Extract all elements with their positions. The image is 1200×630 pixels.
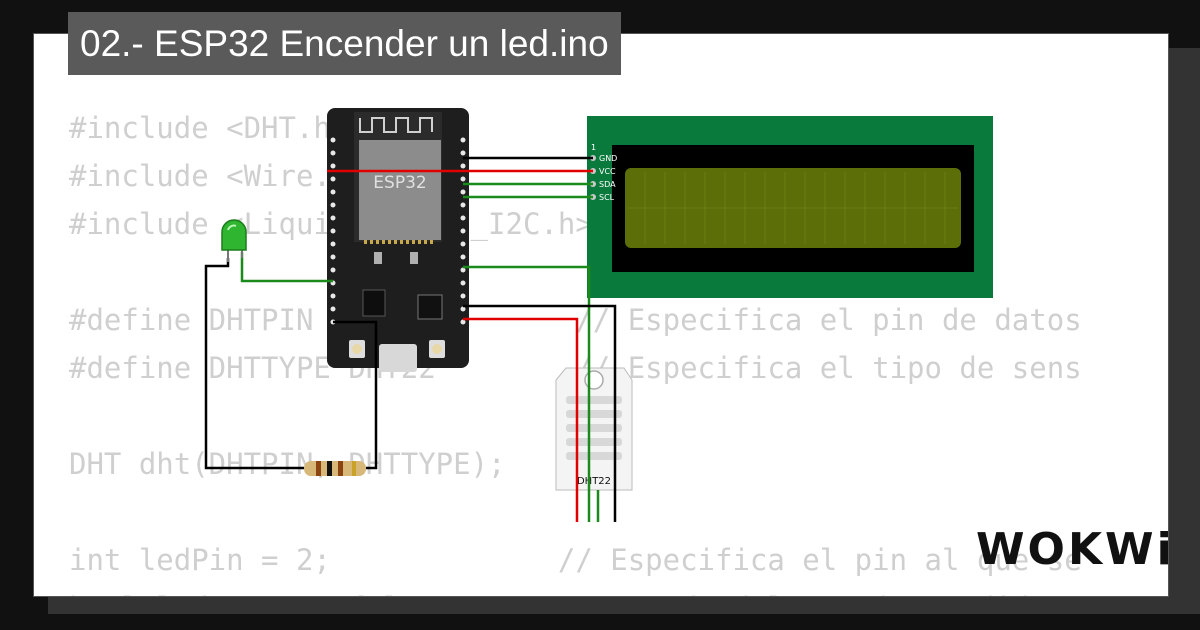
resistor[interactable] bbox=[304, 461, 366, 476]
dht22-mount-hole bbox=[584, 370, 604, 390]
usb-chip bbox=[417, 294, 443, 320]
wire-led-cathode[interactable] bbox=[204, 258, 304, 470]
lcd-pin-label: SDA bbox=[599, 180, 616, 189]
code-line: int ledPin = 2; // Especifica el pin al … bbox=[69, 543, 1082, 577]
usb-port[interactable] bbox=[379, 344, 417, 372]
code-line: #define DHTPIN 15 // Especifica el pin d… bbox=[69, 303, 1082, 337]
voltage-regulator bbox=[362, 289, 386, 317]
project-title[interactable]: 02.- ESP32 Encender un led.ino bbox=[68, 12, 621, 75]
code-line: DHT dht(DHTPIN, DHTTYPE); bbox=[69, 447, 506, 481]
lcd-pin-label: VCC bbox=[599, 167, 616, 176]
antenna-trace bbox=[359, 117, 433, 133]
reset-button[interactable] bbox=[432, 344, 442, 354]
lcd-char-grid bbox=[628, 172, 958, 244]
wire-resistor-gnd[interactable] bbox=[333, 320, 378, 470]
wire-led-signal[interactable] bbox=[240, 252, 333, 283]
resistor-band bbox=[316, 461, 321, 476]
lcd-pin-label: GND bbox=[599, 154, 617, 163]
lcd-pin-label: SCL bbox=[599, 193, 615, 202]
resistor-band bbox=[352, 461, 356, 476]
wire-dht-data[interactable] bbox=[463, 265, 591, 522]
dht22-sensor[interactable]: DHT22 bbox=[555, 367, 633, 491]
esp32-shield bbox=[359, 140, 441, 240]
dht22-label: DHT22 bbox=[577, 476, 611, 487]
module-castellations bbox=[364, 240, 433, 244]
led-body bbox=[221, 219, 247, 251]
code-line: bool ledState = false; // Estado del LED… bbox=[69, 584, 1082, 596]
resistor-band bbox=[338, 461, 343, 476]
wokwi-logo[interactable]: WOKWi bbox=[976, 524, 1175, 575]
dht22-grille bbox=[566, 396, 622, 460]
esp32-label: ESP32 bbox=[373, 173, 426, 193]
esp32-right-pins bbox=[460, 137, 466, 325]
boot-button[interactable] bbox=[352, 344, 362, 354]
esp32-left-pins bbox=[330, 137, 336, 325]
led-highlight bbox=[227, 224, 237, 231]
lcd-display[interactable]: 1 GND VCC SDA SCL bbox=[587, 116, 993, 298]
smd-component bbox=[410, 252, 418, 264]
resistor-band bbox=[327, 461, 332, 476]
resistor-body bbox=[304, 461, 366, 476]
esp32-board[interactable]: ESP32 bbox=[327, 108, 469, 372]
wire-dht-gnd[interactable] bbox=[463, 304, 617, 522]
lcd-pin1-label: 1 bbox=[591, 143, 596, 152]
green-led[interactable] bbox=[221, 219, 247, 262]
smd-component bbox=[374, 252, 382, 264]
wire-dht-vcc[interactable] bbox=[463, 317, 579, 522]
wires bbox=[204, 156, 617, 522]
